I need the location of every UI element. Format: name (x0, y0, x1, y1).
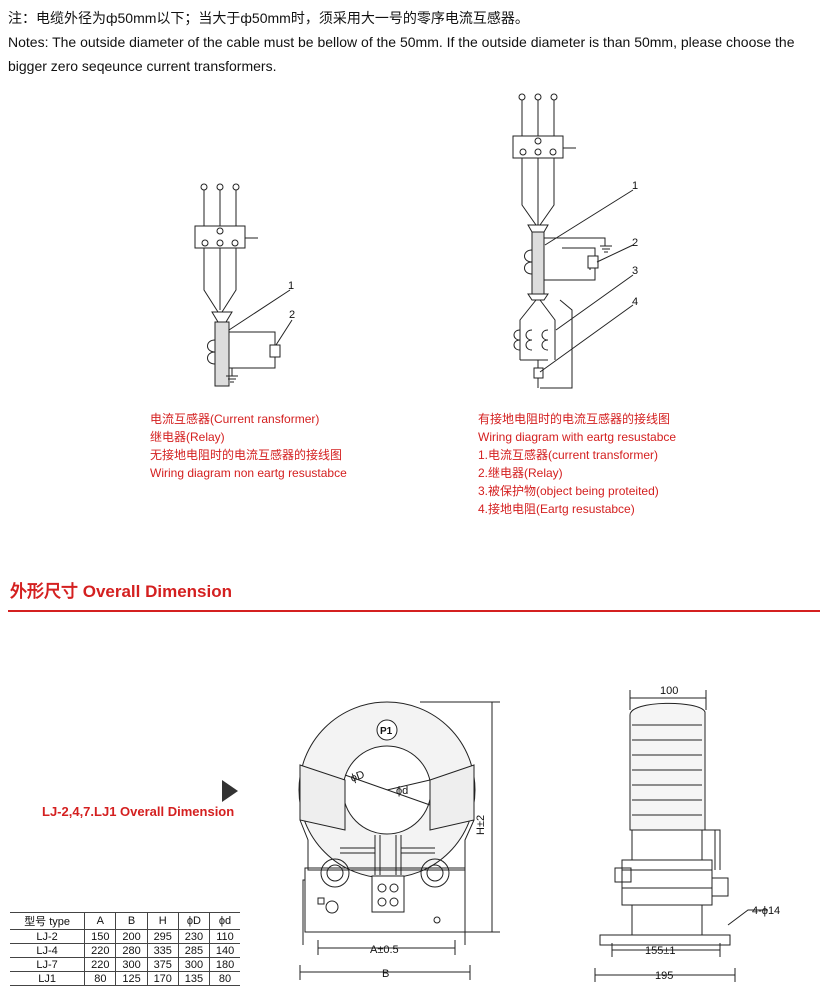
table-cell: LJ-7 (36, 958, 58, 971)
right-callout-3: 3 (632, 265, 638, 277)
legend-line: 4.接地电阻(Eartg resustabce) (478, 502, 635, 516)
table-cell: 335 (146, 943, 179, 958)
table-cell: LJ-2 (36, 930, 58, 943)
legend-line: 2.继电器(Relay) (478, 466, 563, 480)
table-cell: 200 (115, 929, 148, 944)
header-phi-d: ϕd (209, 912, 240, 930)
right-callout-2: 2 (632, 237, 638, 249)
header-phi-D: ϕD (177, 912, 210, 930)
section-title: 外形尺寸 Overall Dimension (10, 582, 232, 601)
legend-line: Wiring diagram with eartg resustabce (478, 430, 677, 444)
table-cell: 140 (209, 943, 240, 958)
phi-D-label: ϕD (349, 769, 366, 785)
holes-dimension: 4-ϕ14 (752, 905, 780, 917)
left-legend: 电流互感器(Current ransformer) 继电器(Relay) 无接地… (150, 410, 347, 482)
p1-label: P1 (380, 726, 393, 737)
header-h: H (146, 912, 179, 930)
table-cell: 180 (209, 957, 240, 972)
phi-d-label: ϕd (396, 785, 408, 797)
table-cell: 230 (177, 929, 210, 944)
legend-line: 无接地电阻时的电流互感器的接线图 (150, 448, 343, 462)
legend-line: 3.被保护物(object being proteited) (478, 484, 659, 498)
side-bottom-dimension: 195 (655, 970, 673, 982)
legend-line: 有接地电阻时的电流互感器的接线图 (478, 412, 671, 426)
left-callout-2: 2 (289, 309, 295, 321)
table-cell: 125 (115, 971, 148, 986)
front-view-drawing (298, 701, 500, 980)
side-mid-dimension: 155±1 (645, 945, 676, 957)
table-header-row: 型号 type A B H ϕD ϕd (10, 912, 240, 930)
note-english-line2: bigger zero seqeunce current transformer… (8, 58, 277, 74)
left-wiring-diagram (194, 183, 293, 387)
table-cell: 150 (84, 929, 116, 944)
a-dimension: A±0.5 (370, 944, 399, 956)
table-cell: 300 (115, 957, 148, 972)
side-top-dimension: 100 (660, 685, 678, 697)
table-cell: 170 (146, 971, 179, 986)
header-type: 型号 type (24, 916, 71, 928)
right-legend: 有接地电阻时的电流互感器的接线图 Wiring diagram with ear… (478, 410, 676, 518)
legend-line: 电流互感器(Current ransformer) (150, 412, 320, 426)
table-cell: 375 (146, 957, 179, 972)
h-dimension: H±2 (475, 815, 487, 835)
left-callout-1: 1 (288, 280, 294, 292)
header-a: A (84, 912, 116, 930)
right-callout-4: 4 (632, 296, 638, 308)
right-wiring-diagram (512, 93, 634, 389)
table-cell: 300 (177, 957, 210, 972)
table-cell: 220 (84, 957, 116, 972)
note-english-line1: Notes: The outside diameter of the cable… (8, 34, 795, 50)
table-cell: LJ1 (38, 972, 56, 985)
side-view-drawing (594, 690, 768, 982)
b-dimension: B (382, 968, 389, 980)
table-cell: 220 (84, 943, 116, 958)
note-chinese: 注：电缆外径为ф50mm以下；当大于ф50mm时，须采用大一号的零序电流互感器。 (8, 10, 529, 26)
header-b: B (115, 912, 148, 930)
table-cell: LJ-4 (36, 944, 58, 957)
table-cell: 80 (84, 971, 116, 986)
right-callout-1: 1 (632, 180, 638, 192)
table-cell: 80 (209, 971, 240, 986)
table-cell: 280 (115, 943, 148, 958)
legend-line: Wiring diagram non eartg resustabce (150, 466, 347, 480)
arrow-icon (222, 780, 238, 802)
model-label: LJ-2,4,7.LJ1 Overall Dimension (42, 804, 235, 819)
table-cell: 110 (209, 929, 240, 944)
table-cell: 285 (177, 943, 210, 958)
table-cell: 135 (177, 971, 210, 986)
table-cell: 295 (146, 929, 179, 944)
legend-line: 1.电流互感器(current transformer) (478, 448, 659, 462)
section-divider (8, 610, 820, 612)
legend-line: 继电器(Relay) (150, 430, 225, 444)
